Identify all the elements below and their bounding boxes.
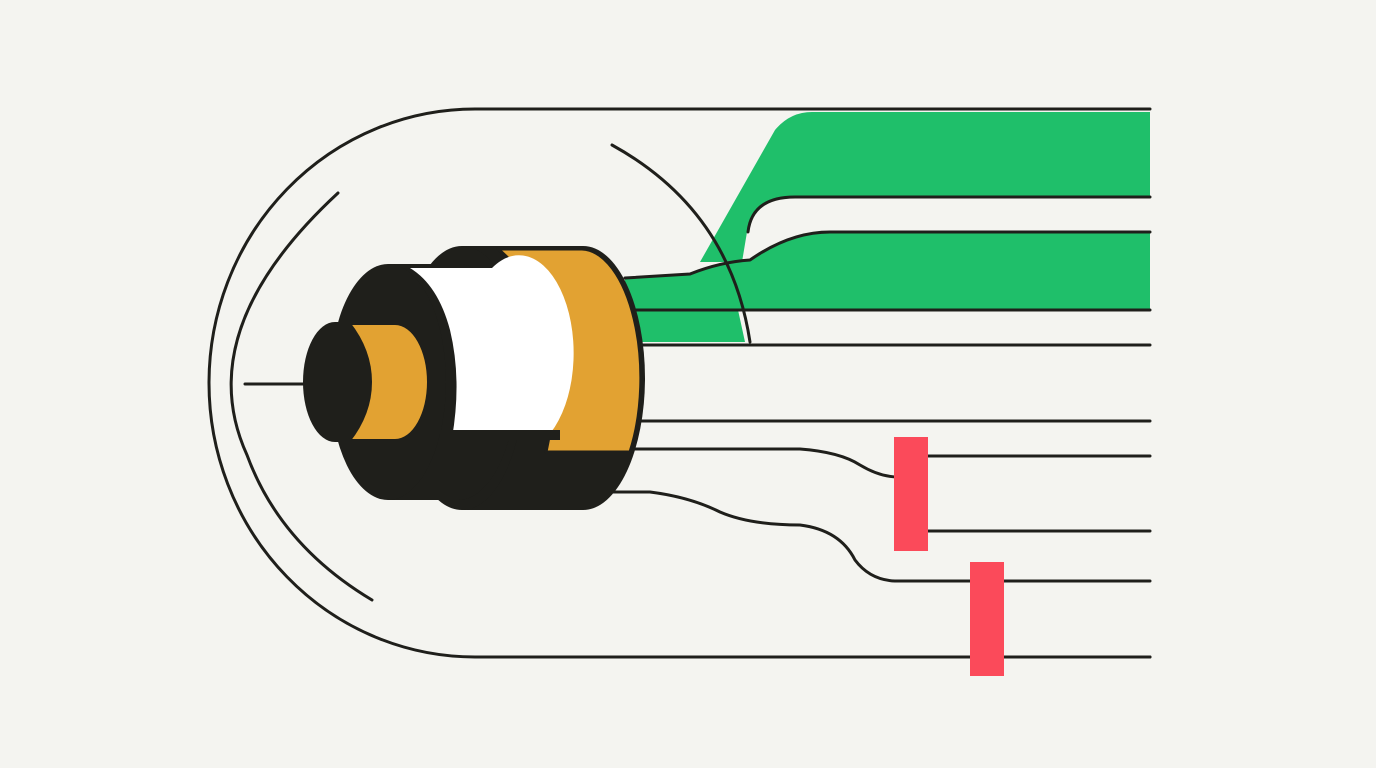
cable-line-8 [608, 490, 972, 583]
green-band-tail [625, 310, 745, 342]
cable-line-6 [623, 447, 902, 479]
red-marker-1 [894, 437, 928, 551]
inner-arc-left [229, 191, 374, 602]
green-band-lower [625, 232, 1150, 310]
green-band-upper [700, 112, 1150, 262]
cable-line-2 [623, 230, 1152, 280]
cable-line-1 [746, 195, 1152, 234]
capsule-outline [207, 107, 1152, 659]
red-marker-2 [970, 562, 1004, 676]
connector-core [303, 322, 427, 442]
